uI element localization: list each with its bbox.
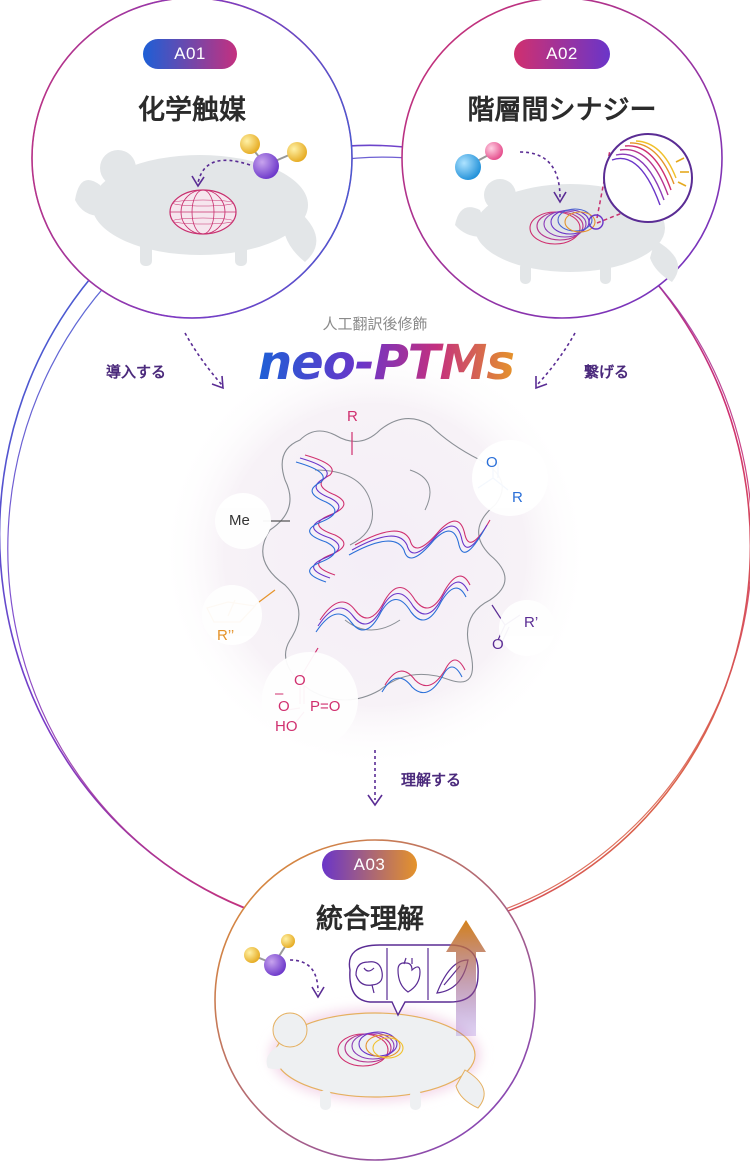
zoom-lens-icon — [603, 133, 693, 223]
unit-a01 — [31, 0, 353, 319]
a03-badge: A03 — [322, 850, 417, 880]
connector-label-a02: 繋げる — [584, 363, 630, 381]
a02-title: 階層間シナジー — [467, 95, 657, 126]
mouse-silhouette-icon — [266, 1009, 485, 1110]
chem-label-bubbles — [202, 440, 555, 748]
a02-badge: A02 — [514, 39, 610, 69]
brain-icon — [355, 961, 383, 994]
center-glow-disc — [160, 340, 590, 770]
chem-label-phosphate-minus: – — [275, 685, 284, 702]
center-subtitle: 人工翻訳後修飾 — [322, 315, 428, 333]
chem-label-phosphate-ho: HO — [275, 718, 298, 735]
center-headline: neo-PTMs — [258, 335, 515, 391]
a03-title: 統合理解 — [316, 904, 424, 935]
heart-icon — [397, 957, 421, 993]
chem-label-o-right: O — [492, 636, 504, 653]
chem-label-r-top: R — [347, 408, 358, 425]
unit-a02 — [401, 0, 723, 319]
connector-label-a01: 導入する — [106, 363, 167, 381]
chem-label-phosphate-o-left: O — [278, 698, 290, 715]
up-arrow-icon — [446, 920, 486, 1036]
chem-label-r-double-prime: R’’ — [217, 627, 235, 644]
unit-a03 — [214, 839, 536, 1161]
chem-label-r-right: R — [512, 489, 523, 506]
catalyst-molecule-icon — [455, 142, 503, 180]
catalyst-globe-icon — [169, 189, 237, 235]
protein-ribbon-icon — [529, 208, 596, 245]
chem-label-phosphate-p: P=O — [310, 698, 341, 715]
connector-label-a03: 理解する — [401, 771, 462, 789]
dotted-arrow — [289, 959, 319, 993]
connector-arrows — [184, 332, 576, 807]
a01-title: 化学触媒 — [138, 95, 246, 126]
catalyst-molecule-icon — [244, 934, 295, 976]
dotted-arrow — [519, 151, 561, 199]
organ-bubbles — [348, 944, 479, 1017]
a01-badge: A01 — [143, 39, 237, 69]
catalyst-molecule-icon — [240, 134, 307, 179]
protein-ribbon-icon — [337, 1031, 404, 1067]
chem-label-o-top-right: O — [486, 454, 498, 471]
chem-label-me: Me — [229, 512, 250, 529]
chem-label-phosphate-o-top: O — [294, 672, 306, 689]
chem-label-r-prime: R’ — [524, 614, 539, 631]
dotted-arrow — [197, 159, 251, 184]
